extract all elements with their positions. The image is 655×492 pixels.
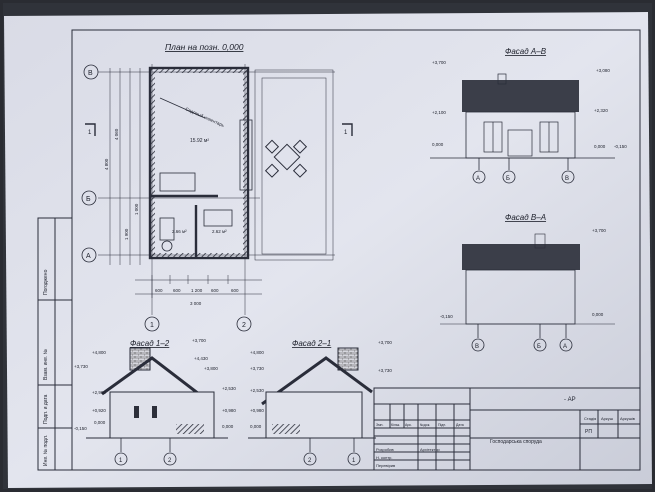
facade-ba-title: Фасад В–А <box>505 213 546 222</box>
dim-b-3: 600 <box>211 288 219 293</box>
tb-signer: Архітектор <box>420 447 441 452</box>
facade-ab-roof <box>462 80 579 112</box>
axis-label-a: А <box>86 253 91 260</box>
tb-row-3: №док. <box>420 423 430 427</box>
f12-lvl-l1: +3,730 <box>74 364 88 369</box>
dim-b-0: 600 <box>155 288 163 293</box>
f12-lvl-r5: 0,000 <box>222 424 234 429</box>
section-mark-left: 1 <box>88 130 92 136</box>
tb-person-1: Н. контр. <box>376 455 393 460</box>
fba-lvl-r1: 0,000 <box>592 312 604 317</box>
fba-axis-1: Б <box>537 344 541 350</box>
facade-ab-title: Фасад А–В <box>505 47 547 56</box>
stamp-approved: Погоджено <box>43 269 49 295</box>
plan-room-small-b: 2.62 м² <box>212 229 227 234</box>
fba-axis-2: А <box>563 344 567 350</box>
stamp-inv-original: Инв. № подл. <box>43 435 49 466</box>
fab-lvl-r0: +3,080 <box>596 68 610 73</box>
section-mark-right: 1 <box>344 130 348 136</box>
tb-person-0: Розробив <box>376 447 394 452</box>
axis-bubble-2 <box>236 316 252 332</box>
tb-person-2: Перевірив <box>376 463 395 468</box>
f12-lvl-r0: +3,700 <box>192 338 206 343</box>
dim-total: 3 000 <box>190 301 202 306</box>
plan-room-main: 15.92 м² <box>190 138 209 144</box>
f12-lvl-r3: +2,530 <box>222 386 236 391</box>
fab-lvl-r3: -0,150 <box>614 144 627 149</box>
fba-lvl-l0: -0,150 <box>440 314 453 319</box>
f21-axis-0: 2 <box>308 458 312 464</box>
f21-lvl-l0: +4,800 <box>250 350 264 355</box>
tb-row-1: Кільк. <box>391 423 400 427</box>
fab-lvl-l0: +3,700 <box>432 60 446 65</box>
f21-lvl-r0: +3,700 <box>378 340 392 345</box>
dim-l-1: 4 060 <box>114 128 119 140</box>
axis-label-1: 1 <box>150 322 154 329</box>
f21-lvl-l2: +2,530 <box>250 388 264 393</box>
dim-l-3: 1 000 <box>134 203 139 215</box>
fab-lvl-l2: 0,000 <box>432 142 444 147</box>
f12-lvl-l2: +2,900 <box>92 390 106 395</box>
tb-col-stage: Стадія <box>584 416 596 421</box>
f12-lvl-r1: +4,430 <box>194 356 208 361</box>
tb-row-5: Дата <box>456 423 464 427</box>
f12-lvl-l3: +0,920 <box>92 408 106 413</box>
stamp-sign-date: Подп. и дата <box>43 394 49 424</box>
f21-lvl-r1: +3,730 <box>378 368 392 373</box>
facade-21-title: Фасад 2–1 <box>292 339 331 348</box>
tb-row-4: Підп. <box>438 423 446 427</box>
tb-col-sheets: Аркушів <box>620 416 635 421</box>
fba-lvl-r0: +3,700 <box>592 228 606 233</box>
dim-b-2: 1 200 <box>191 288 203 293</box>
stamp-replace-inv: Взам. инв. № <box>43 349 49 380</box>
plan-room-small-a: 2.66 м² <box>172 229 187 234</box>
tb-row-0: Змн. <box>376 423 383 427</box>
f21-lvl-l1: +3,730 <box>250 366 264 371</box>
fab-lvl-r2: 0,000 <box>594 144 606 149</box>
facade-12-title: Фасад 1–2 <box>130 339 170 348</box>
dim-b-4: 600 <box>231 288 239 293</box>
f12-lvl-r4: +0,980 <box>222 408 236 413</box>
tb-row-2: Арк. <box>405 423 412 427</box>
f21-axis-1: 1 <box>352 458 356 464</box>
dim-l-2: 1 900 <box>124 228 129 240</box>
dim-l-0: 4 800 <box>104 158 109 170</box>
axis-label-2: 2 <box>242 322 246 329</box>
fba-axis-0: В <box>475 344 479 350</box>
f12-lvl-l0: +4,800 <box>92 350 106 355</box>
tb-stage: РП <box>585 429 592 435</box>
axis-bubble-a <box>81 247 97 263</box>
tb-code: - АР <box>564 397 576 403</box>
dim-b-1: 600 <box>173 288 181 293</box>
f21-lvl-l3: +0,980 <box>250 408 264 413</box>
axis-bubble-1 <box>144 316 160 332</box>
fab-lvl-l1: +2,100 <box>432 110 446 115</box>
terrace-table-icon <box>264 139 308 178</box>
f12-lvl-r2: +3,800 <box>204 366 218 371</box>
plan-title: План на позн. 0,000 <box>165 42 244 52</box>
fab-axis-2: В <box>565 176 569 182</box>
facade-ba-roof <box>462 244 580 270</box>
tb-col-sheet: Аркуш <box>601 416 613 421</box>
tb-name: Господарська споруда <box>490 439 542 445</box>
f12-axis-1: 2 <box>168 458 172 464</box>
axis-label-v: В <box>88 70 93 77</box>
axis-bubble-b <box>81 190 97 206</box>
fab-axis-0: А <box>476 176 480 182</box>
f12-lvl-l4: 0,000 <box>94 420 106 425</box>
f21-lvl-l4: 0,000 <box>250 424 262 429</box>
fab-axis-1: Б <box>506 176 510 182</box>
f12-axis-0: 1 <box>119 458 123 464</box>
title-block <box>373 387 641 471</box>
axis-bubble-v <box>83 64 99 80</box>
f12-lvl-l5: -0,150 <box>74 426 87 431</box>
fab-lvl-r1: +2,320 <box>594 108 608 113</box>
axis-label-b: Б <box>86 196 91 203</box>
